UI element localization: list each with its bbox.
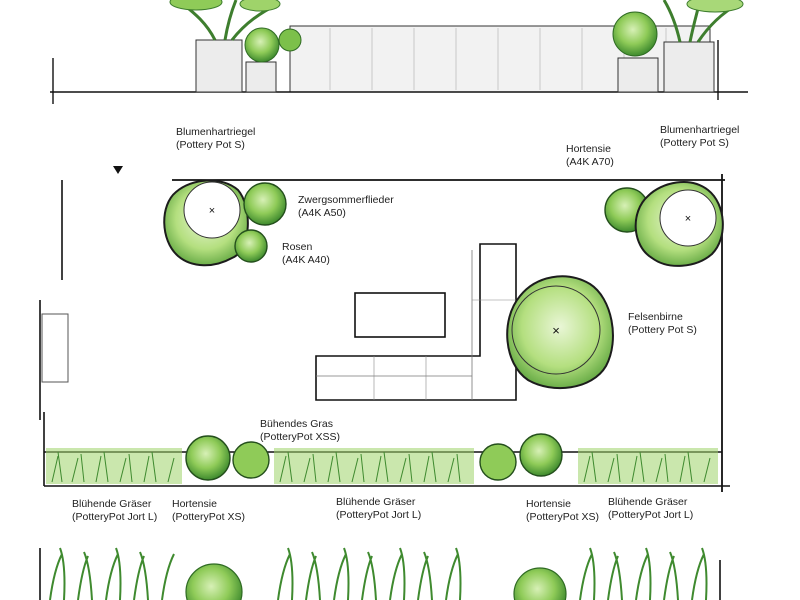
label-zwergsommerflieder: Zwergsommerflieder (A4K A50) [298, 194, 394, 220]
label-pot: (PotteryPot Jort L) [72, 511, 158, 523]
label-name: Blumenhartriegel [176, 126, 256, 138]
label-pot: (PotteryPot Jort L) [608, 509, 694, 521]
label-pot: (A4K A70) [566, 156, 614, 168]
pot-small-right [617, 57, 659, 93]
buehendes-gras-plant [232, 441, 270, 479]
label-blumenhartriegel-right: Blumenhartriegel (Pottery Pot S) [660, 124, 739, 150]
label-name: Rosen [282, 241, 313, 253]
label-name: Felsenbirne [628, 311, 683, 323]
hortensie-bottom-left-plant [185, 435, 231, 481]
label-pot: (A4K A50) [298, 207, 346, 219]
grass-pot-mid [479, 443, 517, 481]
label-bluehende-graeser-left: Blühende Gräser (PotteryPot Jort L) [72, 498, 157, 524]
label-felsenbirne: Felsenbirne (Pottery Pot S) [628, 311, 697, 337]
label-pot: (A4K A40) [282, 254, 330, 266]
label-bluehende-graeser-right: Blühende Gräser (PotteryPot Jort L) [608, 496, 693, 522]
svg-text:×: × [685, 213, 691, 225]
door-opening [41, 313, 69, 383]
zwergsommerflieder-plant [243, 182, 287, 226]
shrub-elevation-right [513, 567, 567, 600]
label-name: Zwergsommerflieder [298, 194, 394, 206]
label-pot: (Pottery Pot S) [176, 139, 245, 151]
label-bluehende-graeser-mid: Blühende Gräser (PotteryPot Jort L) [336, 496, 421, 522]
grass-strips [46, 448, 718, 484]
pot-tall-right [663, 41, 715, 93]
blumenhartriegel-left-plant: × [163, 179, 249, 267]
svg-text:×: × [552, 323, 560, 338]
label-name: Blühende Gräser [608, 496, 688, 508]
top-foliage [169, 0, 744, 63]
label-pot: (PotteryPot Jort L) [336, 509, 422, 521]
label-name: Hortensie [566, 143, 611, 155]
label-hortensie-bottom-left: Hortensie (PotteryPot XS) [172, 498, 245, 524]
label-buehendes-gras: Bühendes Gras (PotteryPot XSS) [260, 418, 340, 444]
label-pot: (Pottery Pot S) [628, 324, 697, 336]
lounge-sofa [315, 243, 517, 401]
label-pot: (PotteryPot XS) [172, 511, 245, 523]
shrub-elevation-left [185, 563, 243, 600]
hortensie-bottom-right-plant [519, 433, 563, 477]
label-pot: (Pottery Pot S) [660, 137, 729, 149]
label-name: Hortensie [172, 498, 217, 510]
top-elevation [50, 0, 748, 104]
svg-text:×: × [209, 205, 215, 217]
pot-tall-left [195, 39, 243, 93]
blumenhartriegel-right-plant: × [634, 181, 724, 267]
table [354, 292, 446, 338]
plan-view: × × × [39, 166, 730, 492]
label-name: Blühende Gräser [72, 498, 152, 510]
label-hortensie-top: Hortensie (A4K A70) [566, 143, 614, 169]
north-marker [113, 166, 123, 174]
bottom-elevation [39, 547, 721, 600]
label-hortensie-bottom-right: Hortensie (PotteryPot XS) [526, 498, 599, 524]
felsenbirne-plant: × [506, 275, 614, 390]
label-name: Bühendes Gras [260, 418, 333, 430]
label-name: Hortensie [526, 498, 571, 510]
pot-small-left [245, 61, 277, 93]
label-blumenhartriegel-left: Blumenhartriegel (Pottery Pot S) [176, 126, 255, 152]
label-name: Blumenhartriegel [660, 124, 740, 136]
label-name: Blühende Gräser [336, 496, 416, 508]
rosen-plant [234, 229, 268, 263]
label-rosen: Rosen (A4K A40) [282, 241, 330, 267]
label-pot: (PotteryPot XS) [526, 511, 599, 523]
label-pot: (PotteryPot XSS) [260, 431, 340, 443]
